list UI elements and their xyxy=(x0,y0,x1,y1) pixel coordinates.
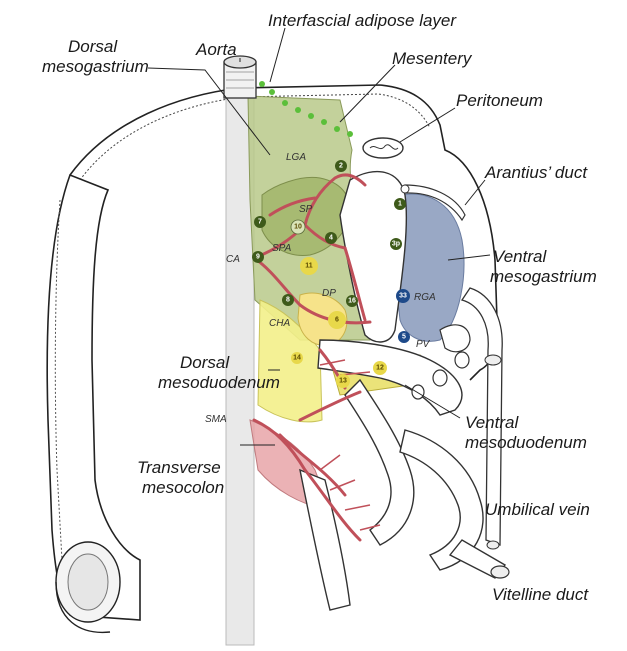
node-4: 4 xyxy=(325,232,337,244)
label-aorta: Aorta xyxy=(195,40,237,59)
svg-text:12: 12 xyxy=(376,365,384,372)
label-transverse-1: Transverse xyxy=(137,458,221,477)
label-lga: LGA xyxy=(286,152,306,163)
node-12: 12 xyxy=(373,361,387,375)
label-ventral-mesoduodenum-1: Ventral xyxy=(465,413,519,432)
label-dorsal-mesogastrium-2: mesogastrium xyxy=(42,57,149,76)
vitelline-duct-end xyxy=(491,566,509,578)
svg-text:8: 8 xyxy=(286,297,290,304)
node-16: 16 xyxy=(346,295,358,307)
label-transverse-2: mesocolon xyxy=(142,478,224,497)
label-dorsal-mesogastrium-1: Dorsal xyxy=(68,37,118,56)
node-11: 11 xyxy=(300,257,318,275)
label-arantius: Arantius’ duct xyxy=(484,163,588,182)
label-peritoneum: Peritoneum xyxy=(456,91,543,110)
node-14: 14 xyxy=(291,352,303,364)
svg-text:4: 4 xyxy=(329,235,333,242)
label-ca: CA xyxy=(226,254,240,265)
label-dorsal-mesoduodenum-1: Dorsal xyxy=(180,353,230,372)
label-interfascial: Interfascial adipose layer xyxy=(268,11,457,30)
svg-text:1: 1 xyxy=(398,201,402,208)
node-9: 9 xyxy=(252,251,264,263)
node-10: 10 xyxy=(291,220,305,234)
node-13: 13 xyxy=(336,374,350,388)
label-pv: PV xyxy=(416,339,431,350)
label-sma: SMA xyxy=(205,414,227,425)
node-5: 5 xyxy=(398,331,410,343)
svg-text:11: 11 xyxy=(305,263,313,270)
svg-text:16: 16 xyxy=(348,298,356,305)
svg-text:3p: 3p xyxy=(392,241,400,248)
node-33: 33 xyxy=(396,289,410,303)
node-3p: 3p xyxy=(390,238,402,250)
label-dp: DP xyxy=(322,288,336,299)
svg-text:13: 13 xyxy=(339,378,347,385)
svg-text:14: 14 xyxy=(293,355,301,362)
label-ventral-mesogastrium-1: Ventral xyxy=(493,247,547,266)
svg-text:9: 9 xyxy=(256,254,260,261)
label-cha: CHA xyxy=(269,318,290,329)
label-sp: SP xyxy=(299,204,313,215)
node-8: 8 xyxy=(282,294,294,306)
svg-text:33: 33 xyxy=(399,293,407,300)
svg-text:10: 10 xyxy=(294,224,302,231)
svg-text:6: 6 xyxy=(335,317,339,324)
label-spa: SPA xyxy=(272,243,292,254)
label-ventral-mesogastrium-2: mesogastrium xyxy=(490,267,597,286)
label-dorsal-mesoduodenum-2: mesoduodenum xyxy=(158,373,280,392)
intestine xyxy=(300,340,505,610)
node-7: 7 xyxy=(254,216,266,228)
svg-text:2: 2 xyxy=(339,163,343,170)
svg-text:7: 7 xyxy=(258,219,262,226)
label-umbilical-vein: Umbilical vein xyxy=(485,500,590,519)
svg-text:5: 5 xyxy=(402,334,406,341)
label-mesentery: Mesentery xyxy=(392,49,473,68)
node-1: 1 xyxy=(394,198,406,210)
label-vitelline-duct: Vitelline duct xyxy=(492,585,589,604)
node-2: 2 xyxy=(335,160,347,172)
label-rga: RGA xyxy=(414,292,436,303)
node-6: 6 xyxy=(328,311,346,329)
label-ventral-mesoduodenum-2: mesoduodenum xyxy=(465,433,587,452)
aorta xyxy=(224,56,256,98)
